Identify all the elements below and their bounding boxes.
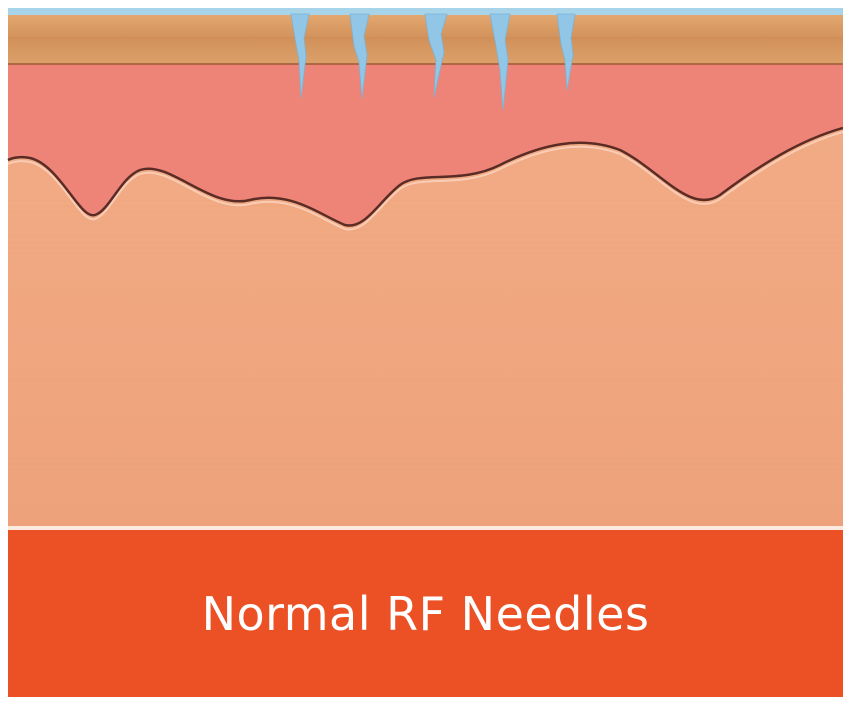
caption-bar: Normal RF Needles	[8, 530, 843, 697]
caption-label: Normal RF Needles	[202, 587, 650, 641]
subcutaneous-texture	[8, 200, 843, 528]
epidermis-band	[8, 14, 843, 64]
